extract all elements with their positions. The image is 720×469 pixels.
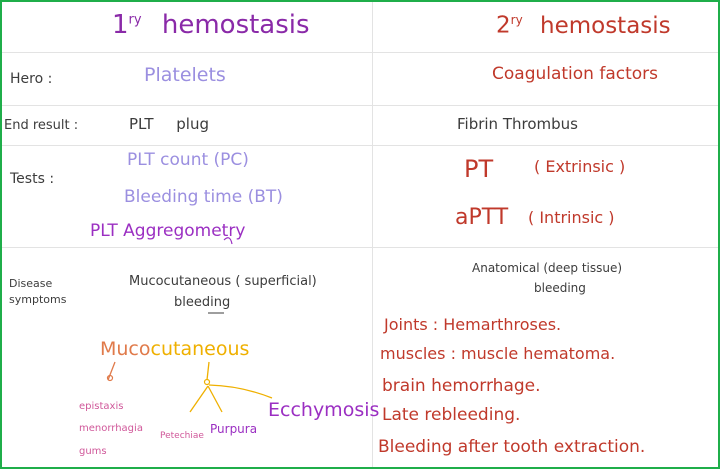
row-divider-tests: [2, 247, 718, 248]
primary-bleeding-word: bleeding: [174, 295, 231, 310]
secondary-header-suffix: ry: [510, 13, 523, 27]
primary-bleeding-type: Mucocutaneous ( superficial): [129, 274, 317, 289]
cut-child-purpura: Purpura: [210, 422, 258, 436]
secondary-bleeding-type: Anatomical (deep tissue): [472, 261, 623, 275]
cutaneous-part: cutaneous: [150, 338, 250, 360]
mucocutaneous-title: Mucocutaneous: [100, 340, 249, 359]
symptom-late-rebleeding: Late rebleeding.: [382, 405, 521, 425]
end-result-primary-value: PLT plug: [129, 115, 209, 133]
primary-hemostasis-header: 1ry hemostasis: [112, 12, 310, 38]
muco-branch-node: [106, 374, 114, 382]
test-pt: PT: [464, 155, 494, 183]
primary-header-word: hemostasis: [161, 10, 310, 40]
secondary-hemostasis-header: 2ry hemostasis: [496, 14, 671, 38]
test-pt-note: ( Extrinsic ): [534, 157, 626, 176]
muco-part: Muco: [100, 338, 151, 360]
symptom-muscles: muscles : muscle hematoma.: [380, 344, 616, 363]
secondary-bleeding-word: bleeding: [534, 281, 586, 295]
test-plt-count: PLT count (PC): [127, 150, 249, 170]
end-result-label: End result :: [4, 118, 79, 133]
symptom-brain: brain hemorrhage.: [382, 376, 541, 396]
row-divider-hero: [2, 105, 718, 106]
symptom-joints: Joints : Hemarthroses.: [384, 315, 562, 334]
hero-label: Hero :: [10, 71, 53, 87]
hero-primary-value: Platelets: [144, 64, 226, 86]
end-result-secondary-value: Fibrin Thrombus: [457, 115, 578, 133]
muco-branch-line: [107, 361, 116, 381]
tests-label: Tests :: [10, 171, 55, 187]
cut-child-petechiae: Petechiae: [160, 431, 204, 441]
test-plt-aggregometry: PLT Aggregometry: [90, 221, 246, 241]
disease-label-line1: Disease: [9, 277, 53, 290]
test-bleeding-time: Bleeding time (BT): [124, 187, 283, 207]
hero-secondary-value: Coagulation factors: [492, 64, 659, 84]
primary-header-number: 1: [112, 10, 129, 40]
test-aptt: aPTT: [455, 205, 509, 230]
cutaneous-branch-line: [206, 361, 210, 381]
symptom-tooth-extraction: Bleeding after tooth extraction.: [378, 437, 646, 457]
row-divider-end-result: [2, 145, 718, 146]
muco-child-gums: gums: [79, 446, 107, 457]
disease-label-line2: symptoms: [9, 293, 67, 306]
column-divider: [372, 2, 373, 467]
cutaneous-branch-node: [203, 378, 211, 386]
row-divider-header: [2, 52, 718, 53]
branch-to-petechiae: [189, 385, 209, 413]
branch-to-ecchymosis: [208, 384, 273, 399]
secondary-header-number: 2: [496, 12, 511, 39]
primary-header-suffix: ry: [128, 12, 142, 28]
cut-child-ecchymosis: Ecchymosis: [268, 399, 380, 421]
muco-child-menorrhagia: menorrhagia: [79, 423, 143, 434]
test-aptt-note: ( Intrinsic ): [528, 208, 615, 227]
branch-to-purpura: [207, 385, 223, 413]
muco-child-epistaxis: epistaxis: [79, 401, 124, 412]
secondary-header-word: hemostasis: [540, 12, 671, 39]
